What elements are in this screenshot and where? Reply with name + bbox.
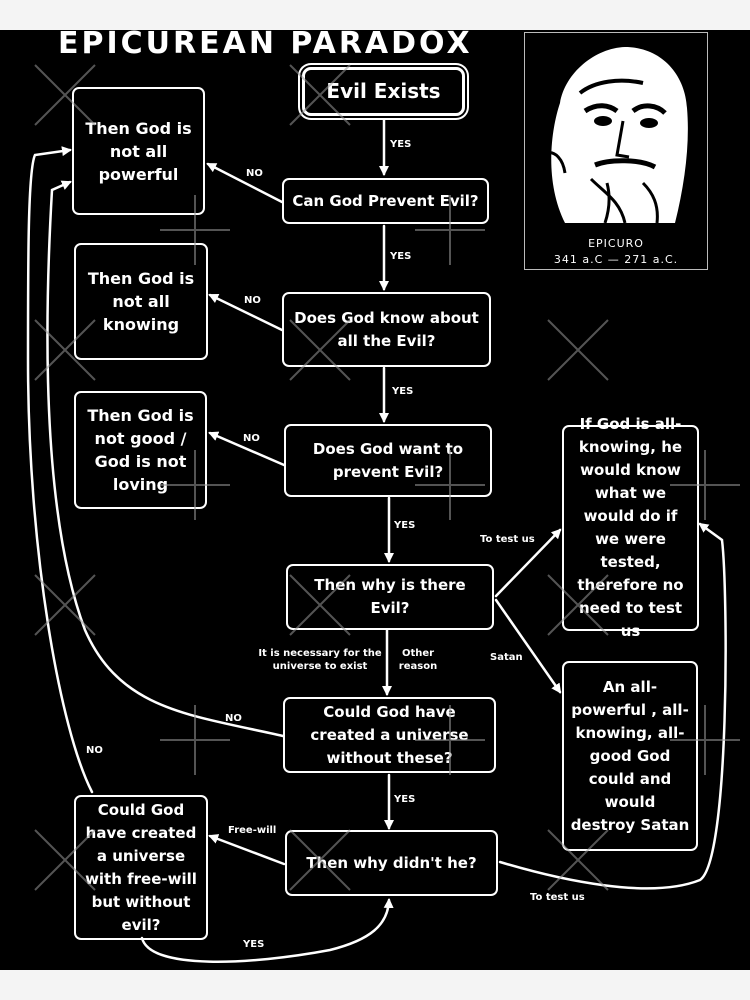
label-satan: Satan: [490, 652, 523, 663]
label-yes-4: YES: [394, 520, 416, 531]
label-other-reason: Other reason: [398, 648, 438, 672]
arrow-didnt-to-freewill: [208, 834, 286, 866]
poster: EPICUREAN PARADOX Evil Exists Then God i…: [0, 30, 750, 970]
label-free-will: Free-will: [228, 825, 277, 836]
arrow-freewill-no-to-powerful: [26, 146, 94, 794]
node-can-god-prevent: Can God Prevent Evil?: [282, 178, 489, 224]
node-not-all-powerful: Then God is not all powerful: [72, 87, 205, 215]
label-yes-5: YES: [394, 794, 416, 805]
label-no-5: NO: [86, 745, 103, 756]
label-no-4: NO: [225, 713, 242, 724]
label-to-test-us-1: To test us: [480, 534, 535, 545]
arrow-prevent-to-powerful: [206, 162, 284, 204]
arrow-know-to-knowing: [208, 293, 284, 332]
label-no-3: NO: [243, 433, 260, 444]
label-yes-2: YES: [390, 251, 412, 262]
label-yes-3: YES: [392, 386, 414, 397]
node-does-god-know: Does God know about all the Evil?: [282, 292, 491, 367]
arrow-want-to-good: [208, 431, 286, 467]
node-satan-box: An all-powerful , all-knowing, all-good …: [562, 661, 698, 851]
poster-title: EPICUREAN PARADOX: [58, 30, 473, 61]
node-not-good: Then God is not good / God is not loving: [74, 391, 207, 509]
node-why-didnt-he: Then why didn't he?: [285, 830, 498, 896]
arrow-why-to-satanbox: [494, 598, 562, 694]
node-not-all-knowing: Then God is not all knowing: [74, 243, 208, 360]
label-necessary: It is necessary for the universe to exis…: [258, 648, 382, 672]
label-no-2: NO: [244, 295, 261, 306]
node-why-is-there-evil: Then why is there Evil?: [286, 564, 494, 630]
bust-illustration: [546, 47, 688, 224]
portrait-name: EPICURO: [588, 237, 644, 250]
node-could-god-create: Could God have created a universe withou…: [283, 697, 496, 773]
portrait-dates: 341 a.C — 271 a.C.: [553, 253, 679, 266]
arrow-freewill-yes-to-didnt: [140, 898, 394, 963]
label-yes-1: YES: [390, 139, 412, 150]
arrow-why-to-testbox: [494, 528, 562, 598]
node-free-will-box: Could God have created a universe with f…: [74, 795, 208, 940]
node-test-us-box: If God is all-knowing, he would know wha…: [562, 415, 699, 640]
node-does-god-want: Does God want to prevent Evil?: [284, 424, 492, 497]
node-evil-exists: Evil Exists: [302, 67, 465, 116]
label-no-1: NO: [246, 168, 263, 179]
label-to-test-us-2: To test us: [530, 892, 585, 903]
epicurus-portrait: EPICURO 341 a.C — 271 a.C.: [524, 32, 708, 270]
label-yes-6: YES: [243, 939, 265, 950]
